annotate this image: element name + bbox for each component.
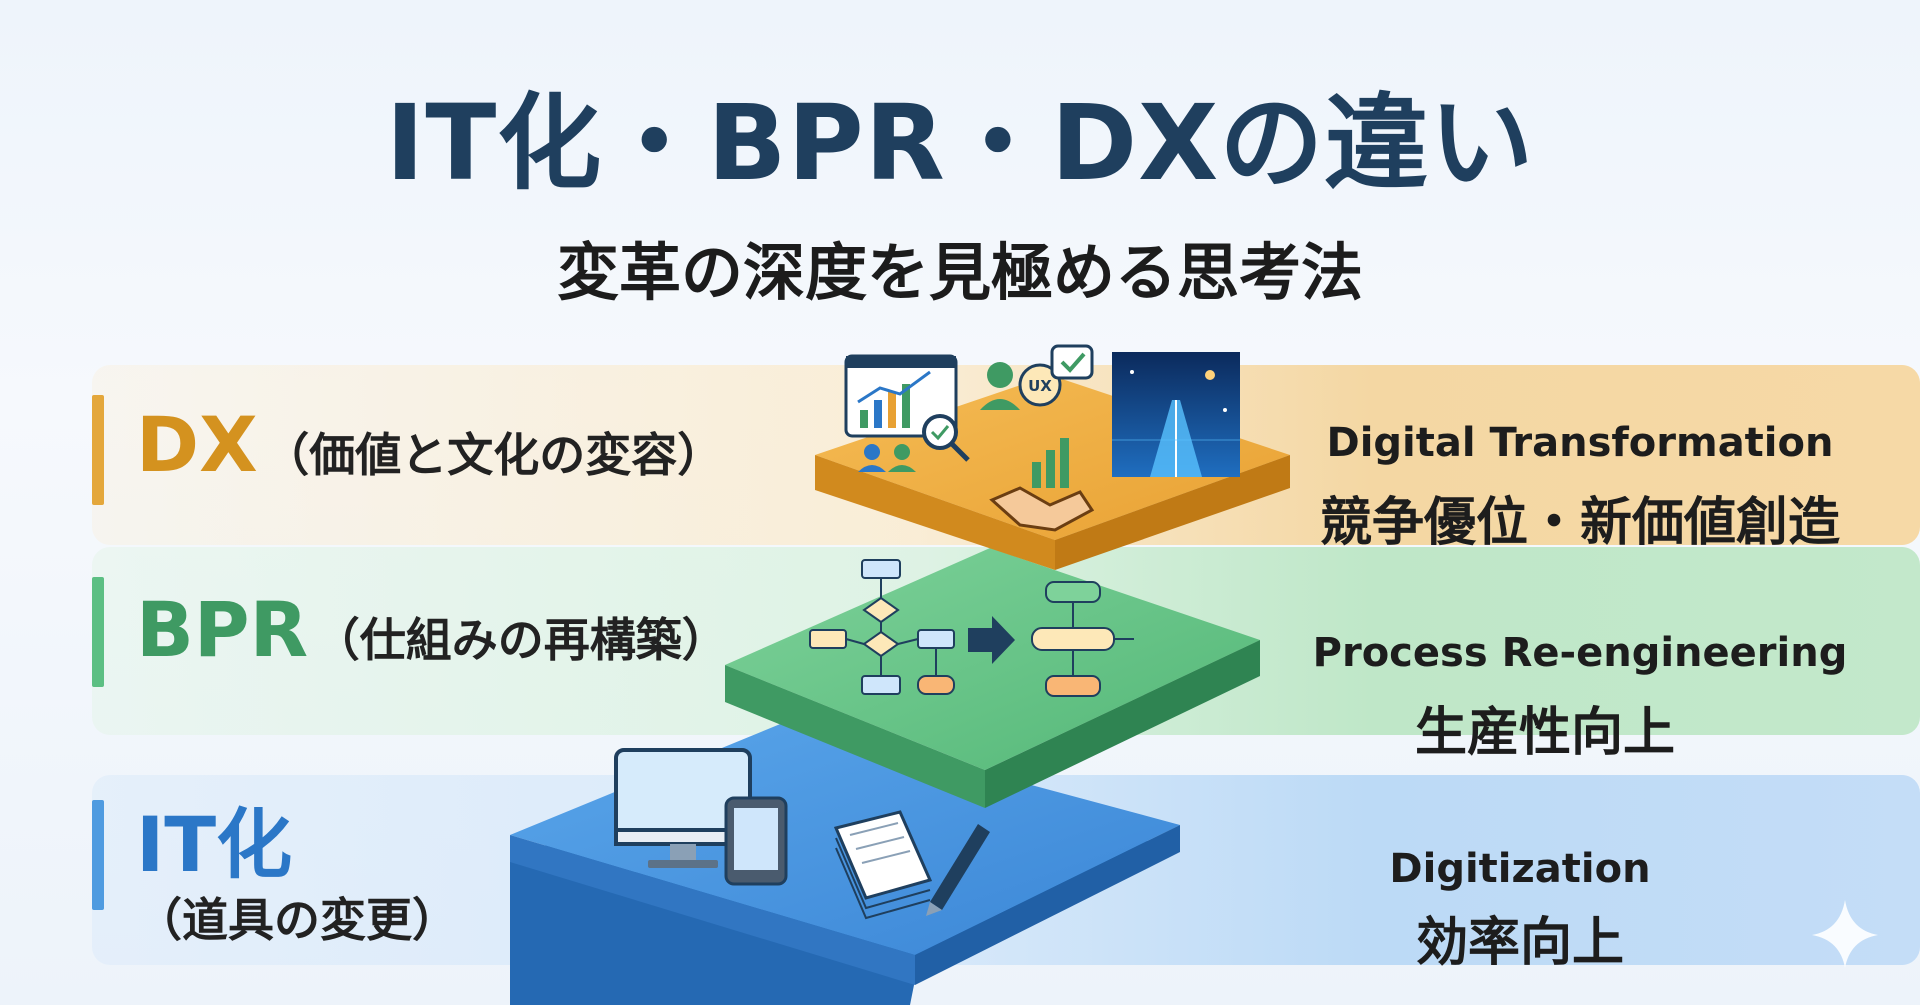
it-layer [510,720,1180,1005]
bpr-name: BPR [136,585,309,674]
bpr-label: BPR （仕組みの再構築） [136,585,728,674]
dx-outcome: 競争優位・新価値創造 [1319,493,1840,553]
it-label: IT化 （道具の変更） [136,800,458,950]
ux-chat-icon: UX [980,344,1094,410]
dx-english: Digital Transformation [1326,420,1834,466]
dx-label: DX （価値と文化の変容） [136,400,723,489]
paper-stack-icon [833,810,933,920]
dx-name: DX [136,400,258,489]
bpr-accent-bar [92,577,104,687]
bpr-description: （仕組みの再構築） [313,613,728,667]
team-icon [858,444,916,472]
dx-description: （価値と文化の変容） [263,428,724,482]
page-subtitle: 変革の深度を見極める思考法 [556,236,1363,309]
it-accent-bar [92,800,104,910]
handshake-growth-icon [989,438,1095,532]
flowchart-before-icon [809,559,955,695]
futuristic-road-image [1112,352,1240,477]
sparkle-icon [1812,900,1878,968]
svg-text:UX: UX [1028,377,1052,395]
it-description: （道具の変更） [136,893,458,947]
dx-accent-bar [92,395,104,505]
arrow-right-icon [968,616,1015,664]
bpr-outcome: 生産性向上 [1414,703,1675,763]
pen-icon [926,824,990,916]
it-english: Digitization [1389,846,1651,892]
it-outcome: 効率向上 [1415,913,1624,973]
bpr-english: Process Re-engineering [1312,630,1848,676]
tablet-icon [724,796,788,886]
flowchart-after-icon [1031,581,1134,697]
it-name: IT化 [136,800,293,889]
analytics-dashboard-icon [844,354,970,462]
page-title: IT化・BPR・DXの違い [385,82,1535,204]
